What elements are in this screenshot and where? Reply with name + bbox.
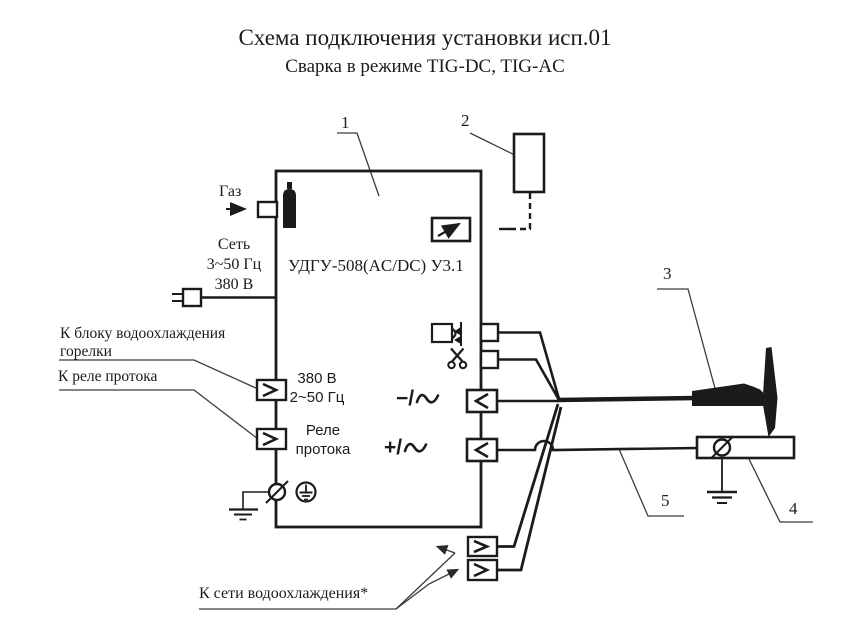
- flow-relay-connector: [255, 427, 288, 451]
- mains-label-line2: 3~50 Гц: [206, 256, 262, 273]
- water-hose-2: [497, 406, 563, 572]
- main-unit-box: [274, 169, 483, 529]
- water-hose-1: [497, 403, 560, 548]
- leader-water-cooling-unit: [59, 359, 259, 390]
- leader-torch: [657, 288, 717, 393]
- ground-symbol-left: [229, 491, 269, 521]
- ground-symbol-right: [707, 458, 737, 504]
- callout-remote-control: 2: [461, 111, 470, 130]
- remote-control-box: [512, 132, 546, 194]
- cooling-socket-label: 380 В 2~50 Гц: [284, 369, 350, 407]
- torch-button-connector: [479, 349, 500, 370]
- mains-label-line1: Сеть: [217, 236, 251, 253]
- mains-label-line3: 380 В: [214, 276, 254, 293]
- gas-to-torch-wire: [498, 331, 561, 400]
- relay-socket-label-line1: Реле: [305, 422, 341, 439]
- cooling-socket-label-line2: 2~50 Гц: [289, 389, 345, 406]
- plus-terminal: [465, 437, 499, 463]
- remote-control-wire: [499, 193, 532, 231]
- flow-relay-label: К реле протока: [58, 368, 158, 385]
- sine-wave-icon: [415, 393, 440, 404]
- callout-work-clamp: 4: [789, 499, 798, 518]
- water-cooling-unit-label: К блоку водоохлаждения горелки: [60, 325, 225, 360]
- water-cooling-unit-label-line2: горелки: [60, 342, 112, 360]
- callout-leader-lines: [59, 132, 813, 610]
- page-subtitle: Сварка в режиме TIG-DC, TIG-AC: [285, 56, 565, 77]
- gas-inlet-connector: [256, 200, 279, 219]
- water-inlet-arrow: [428, 568, 460, 585]
- leader-work-cable: [618, 448, 684, 517]
- gas-cylinder-icon: [283, 182, 296, 228]
- callout-work-cable: 5: [661, 491, 670, 510]
- minus-terminal-text: −/: [396, 387, 415, 410]
- relay-socket-label: Реле протока: [290, 421, 356, 459]
- unit-model-label: УДГУ-508(AC/DC) У3.1: [288, 256, 464, 275]
- water-network-label: К сети водоохлаждения*: [199, 585, 369, 602]
- torch-icon: [692, 347, 778, 437]
- plus-terminal-label: +/: [384, 436, 429, 460]
- torch-button-icon: [447, 347, 468, 370]
- ammeter-icon: [430, 216, 472, 243]
- callout-unit: 1: [341, 113, 350, 132]
- torch-gas-connector: [479, 322, 500, 343]
- mains-plug-icon: [172, 287, 277, 308]
- leader-flow-relay: [59, 389, 259, 440]
- water-cooling-unit-label-line1: К блоку водоохлаждения: [60, 325, 226, 342]
- water-inlet-connector: [466, 558, 499, 582]
- minus-terminal-label: −/: [396, 387, 441, 411]
- leader-unit: [337, 132, 380, 197]
- water-outlet-arrow: [435, 545, 456, 555]
- leader-clamp: [744, 450, 813, 523]
- torch-cable: [556, 395, 697, 403]
- page-title: Схема подключения установки исп.01: [238, 25, 612, 50]
- cables: [497, 331, 699, 572]
- protective-earth-icon: [295, 481, 317, 503]
- minus-terminal: [465, 388, 499, 414]
- gas-label: Газ: [219, 183, 242, 200]
- bolt-icon-right: [710, 435, 734, 460]
- work-cable: [497, 439, 699, 452]
- button-wire: [498, 358, 561, 401]
- relay-socket-label-line2: протока: [295, 441, 351, 458]
- callout-torch: 3: [663, 264, 672, 283]
- torch-gas-icon: [430, 322, 462, 346]
- leader-water-network-1: [395, 552, 456, 610]
- sine-wave-icon: [403, 442, 428, 453]
- bolt-icon-left: [265, 480, 289, 504]
- water-outlet-connector: [466, 535, 499, 558]
- mains-label: Сеть 3~50 Гц 380 В: [196, 235, 272, 295]
- work-clamp-box: [695, 435, 796, 460]
- plus-terminal-text: +/: [384, 436, 403, 459]
- cooling-socket-label-line1: 380 В: [297, 370, 337, 387]
- leader-water-network-2: [395, 583, 430, 610]
- water-cooling-connector: [255, 378, 288, 402]
